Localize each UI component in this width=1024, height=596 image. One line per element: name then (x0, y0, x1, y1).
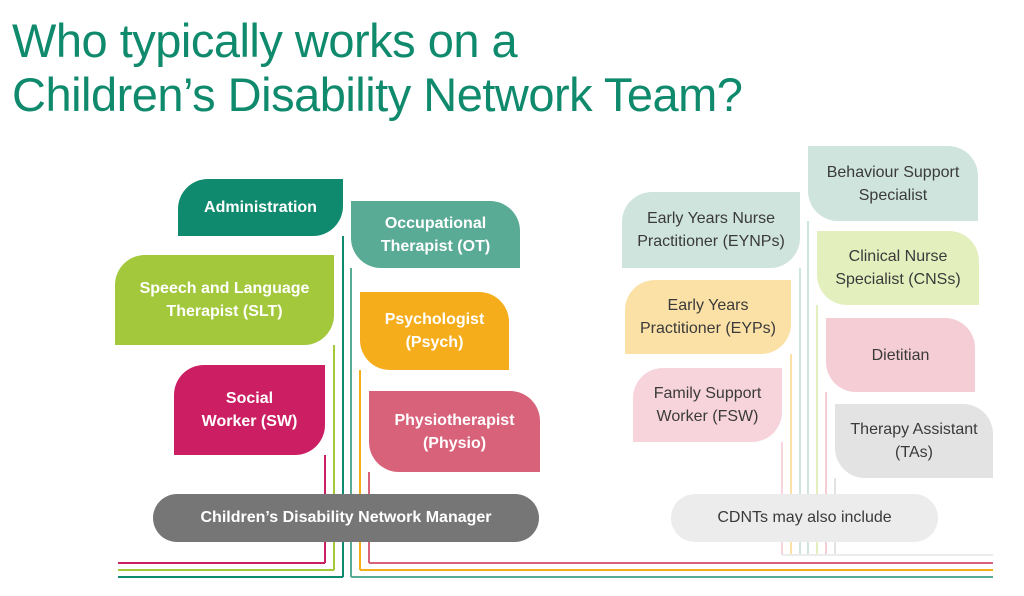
eyp-label: Early Years Practitioner (EYPs) (639, 297, 777, 337)
therapy-assistant-leaf: Therapy Assistant (TAs) (835, 404, 993, 478)
manager-pill: Children’s Disability Network Manager (153, 494, 539, 542)
fsw-label: Family Support Worker (FSW) (653, 385, 762, 425)
behaviour-support-leaf: Behaviour Support Specialist (808, 146, 978, 221)
physiotherapist-label: Physiotherapist (Physio) (394, 411, 515, 452)
also-include-pill: CDNTs may also include (671, 494, 938, 542)
clinical-nurse-leaf: Clinical Nurse Specialist (CNSs) (817, 231, 979, 305)
social-worker-label: Social Worker (SW) (201, 390, 298, 430)
title-line-1: Who typically works on a (12, 14, 518, 67)
occupational-therapist-leaf: Occupational Therapist (OT) (351, 201, 520, 268)
eynp-leaf: Early Years Nurse Practitioner (EYNPs) (622, 192, 800, 268)
eyp-leaf: Early Years Practitioner (EYPs) (625, 280, 791, 354)
dietitian-leaf: Dietitian (826, 318, 975, 392)
slt-leaf: Speech and Language Therapist (SLT) (115, 255, 334, 345)
administration-label: Administration (204, 199, 317, 216)
physiotherapist-leaf: Physiotherapist (Physio) (369, 391, 540, 472)
psychologist-label: Psychologist (Psych) (384, 311, 485, 351)
fsw-leaf: Family Support Worker (FSW) (633, 368, 782, 442)
behaviour-support-label: Behaviour Support Specialist (826, 163, 960, 204)
dietitian-label: Dietitian (871, 346, 930, 364)
psychologist-leaf: Psychologist (Psych) (360, 292, 509, 370)
eynp-label: Early Years Nurse Practitioner (EYNPs) (637, 210, 785, 250)
also-include-label: CDNTs may also include (717, 509, 892, 526)
title-line-2: Children’s Disability Network Team? (12, 68, 743, 121)
therapy-assistant-label: Therapy Assistant (TAs) (850, 421, 978, 461)
manager-label: Children’s Disability Network Manager (200, 509, 492, 526)
clinical-nurse-label: Clinical Nurse Specialist (CNSs) (835, 248, 961, 288)
slt-label: Speech and Language Therapist (SLT) (139, 280, 310, 320)
administration-leaf: Administration (178, 179, 343, 236)
social-worker-leaf: Social Worker (SW) (174, 365, 325, 455)
page-title: Who typically works on a Children’s Disa… (12, 14, 743, 122)
occupational-therapist-label: Occupational Therapist (OT) (380, 214, 491, 255)
